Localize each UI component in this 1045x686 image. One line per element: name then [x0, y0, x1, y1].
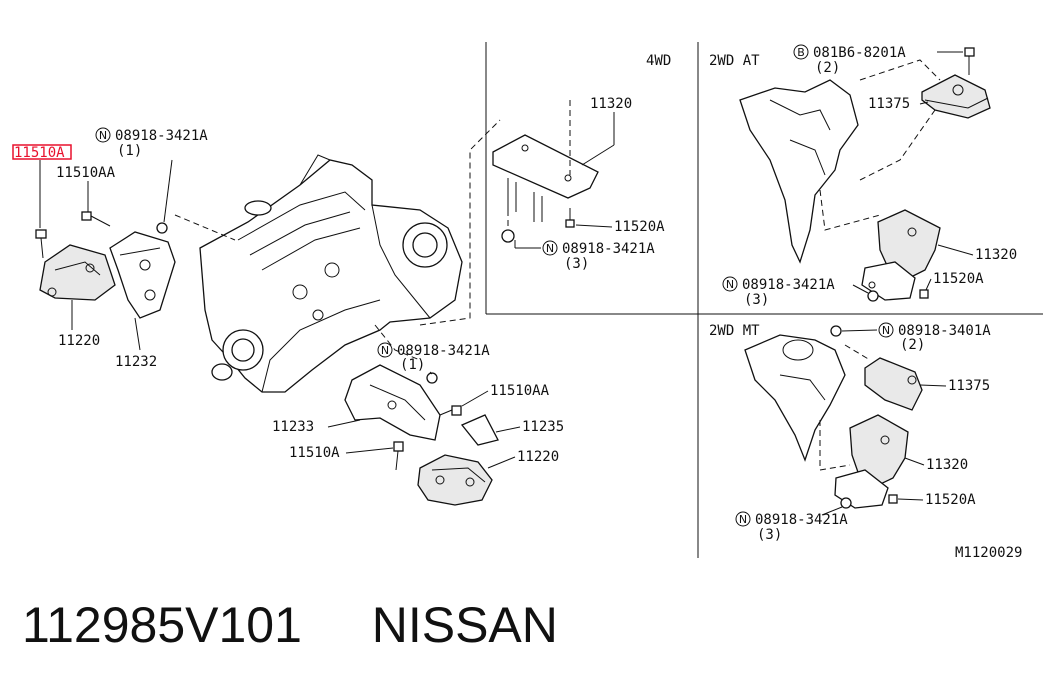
section-title-4wd: 4WD [646, 53, 671, 69]
4wd-nut [501, 229, 515, 243]
label-11510A-highlighted: 11510A [14, 145, 65, 161]
mt-nut-bottom [840, 497, 852, 509]
engine-block-illustration [199, 154, 463, 393]
label-nut-qty-1: (1) [117, 143, 142, 159]
label-mt-nut2-code: 08918-3421A [755, 512, 848, 528]
label-at-nut-qty: (3) [744, 292, 769, 308]
label-mt-11320: 11320 [926, 457, 968, 473]
label-at-bolt-code: 081B6-8201A [813, 45, 906, 61]
mt-nut-symbol: N [882, 324, 890, 337]
label-11510A-right: 11510A [289, 445, 340, 461]
nut-right [426, 372, 438, 384]
label-11510AA-right: 11510AA [490, 383, 550, 399]
nut-symbol-2: N [381, 344, 389, 357]
mount-bracket-right [344, 364, 441, 441]
label-at-11375: 11375 [868, 96, 910, 112]
section-title-2wd-at: 2WD AT [709, 53, 760, 69]
label-4wd-11520A: 11520A [614, 219, 665, 235]
guide-to-4wd [419, 119, 501, 326]
label-4wd-nut-code: 08918-3421A [562, 241, 655, 257]
nut-symbol-1: N [99, 129, 107, 142]
at-nut-symbol: N [726, 278, 734, 291]
label-at-nut-code: 08918-3421A [742, 277, 835, 293]
bolt-11510AA-left [81, 211, 111, 227]
parts-diagram: 4WD 2WD AT 2WD MT [12, 42, 1043, 561]
at-guide-1 [859, 59, 941, 81]
diagram-id: M1120029 [955, 545, 1022, 561]
at-bolt-bottom [919, 289, 929, 299]
mt-insulator-11320 [834, 414, 909, 509]
bolt-11510A-left [35, 229, 47, 259]
label-nut-code-2: 08918-3421A [397, 343, 490, 359]
bolt-11510A-right [393, 441, 404, 471]
label-mt-nut-code: 08918-3401A [898, 323, 991, 339]
mt-bolt-bottom [888, 494, 898, 504]
4wd-mount-plate [492, 134, 599, 222]
label-mt-11520A: 11520A [925, 492, 976, 508]
nut-left [156, 222, 168, 234]
label-11232: 11232 [115, 354, 157, 370]
at-crossmember-11375 [921, 74, 991, 119]
guide-right-mount [374, 324, 421, 361]
bolt-11510AA-right [439, 405, 462, 416]
at-bolt-symbol: B [797, 46, 805, 59]
mt-guide-1 [844, 344, 871, 361]
label-nut-qty-2: (1) [400, 357, 425, 373]
mt-transmission-outline [744, 334, 846, 462]
mt-nut-top [830, 325, 842, 337]
guide-left-mount [174, 214, 236, 241]
caption: 112985V101 NISSAN [22, 596, 558, 654]
at-bolt-top [964, 47, 975, 75]
mount-bracket-left [109, 231, 176, 319]
highlight-box [12, 144, 72, 160]
section-title-2wd-mt: 2WD MT [709, 323, 760, 339]
label-11220-right: 11220 [517, 449, 559, 465]
label-at-bolt-qty: (2) [815, 60, 840, 76]
label-at-11320: 11320 [975, 247, 1017, 263]
label-mt-11375: 11375 [948, 378, 990, 394]
mount-insulator-right [417, 454, 493, 506]
caption-part-number: 112985V101 [22, 597, 302, 653]
mt-crossmember-11375 [864, 357, 923, 411]
at-guide-2 [859, 109, 936, 181]
label-4wd-11320: 11320 [590, 96, 632, 112]
at-guide-3 [819, 189, 881, 231]
caption-brand: NISSAN [371, 597, 558, 653]
at-transmission-outline [739, 79, 859, 264]
label-nut-code-1: 08918-3421A [115, 128, 208, 144]
mount-insulator-left [39, 244, 116, 301]
mt-nut2-symbol: N [739, 513, 747, 526]
4wd-nut-symbol: N [546, 242, 554, 255]
heat-shield [460, 414, 499, 446]
label-11510AA: 11510AA [56, 165, 116, 181]
label-at-11520A: 11520A [933, 271, 984, 287]
mt-guide-2 [819, 420, 851, 471]
label-11235: 11235 [522, 419, 564, 435]
label-mt-nut2-qty: (3) [757, 527, 782, 543]
at-nut [867, 290, 879, 302]
label-4wd-nut-qty: (3) [564, 256, 589, 272]
label-11220-left: 11220 [58, 333, 100, 349]
at-insulator-11320 [861, 209, 941, 301]
4wd-bolt [565, 208, 575, 228]
label-mt-nut-qty: (2) [900, 337, 925, 353]
label-11233: 11233 [272, 419, 314, 435]
